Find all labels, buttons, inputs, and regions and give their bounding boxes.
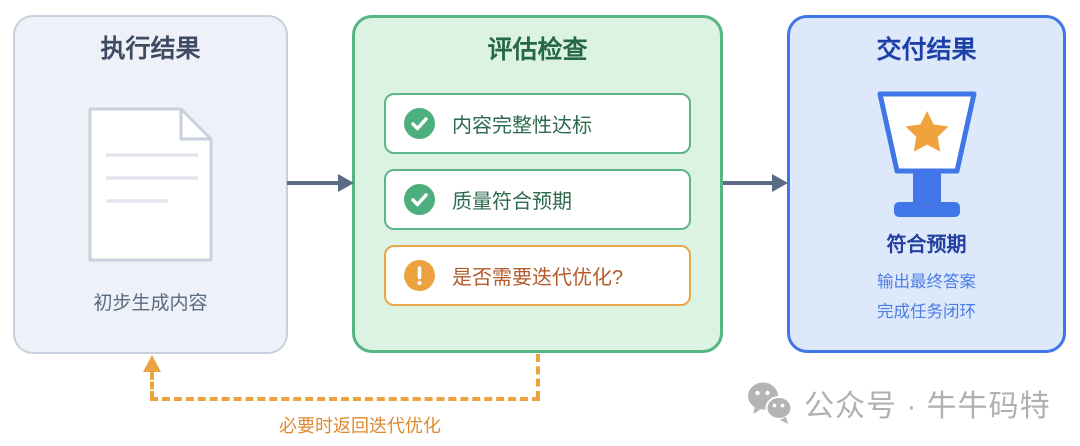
delivery-detail-line: 完成任务闭环 xyxy=(877,303,976,321)
execution-caption: 初步生成内容 xyxy=(93,293,208,314)
panel-delivery-result: 交付结果 符合预期 输出最终答案 完成任务闭环 xyxy=(787,15,1066,353)
exclamation-icon xyxy=(404,260,435,291)
check-item-label: 质量符合预期 xyxy=(452,191,572,213)
feedback-arrow-segment-up xyxy=(150,372,154,399)
check-item-label: 内容完整性达标 xyxy=(452,115,592,137)
check-item-quality: 质量符合预期 xyxy=(384,169,691,230)
watermark: 公众号 · 牛牛码特 xyxy=(746,380,1051,426)
watermark-text: 公众号 · 牛牛码特 xyxy=(804,390,1051,423)
feedback-arrow-segment-down xyxy=(536,354,540,399)
feedback-arrowhead-icon xyxy=(143,355,161,372)
arrowhead-icon xyxy=(772,174,788,192)
wechat-icon xyxy=(748,382,793,424)
panel-execution-result: 执行结果 初步生成内容 xyxy=(13,15,288,354)
arrow-execution-to-evaluation xyxy=(287,181,339,185)
star-icon xyxy=(905,111,948,152)
check-item-label: 是否需要迭代优化? xyxy=(452,267,624,289)
arrow-evaluation-to-delivery xyxy=(723,181,773,185)
trophy-icon xyxy=(877,91,976,217)
check-list: 内容完整性达标 质量符合预期 是否需要迭代优化? xyxy=(384,93,691,306)
panel-evaluation-check: 评估检查 内容完整性达标 质量符合预期 xyxy=(352,15,723,353)
document-icon xyxy=(88,107,213,262)
panel-title: 执行结果 xyxy=(100,35,201,63)
panel-title: 交付结果 xyxy=(876,36,977,64)
feedback-arrow-segment-across xyxy=(150,397,540,401)
check-icon xyxy=(404,184,435,215)
check-item-iteration: 是否需要迭代优化? xyxy=(384,245,691,306)
check-icon xyxy=(404,108,435,139)
check-item-completeness: 内容完整性达标 xyxy=(384,93,691,154)
delivery-details: 输出最终答案 完成任务闭环 xyxy=(877,267,976,327)
arrowhead-icon xyxy=(338,174,354,192)
delivery-detail-line: 输出最终答案 xyxy=(877,273,976,291)
panel-title: 评估检查 xyxy=(487,36,588,64)
feedback-label: 必要时返回迭代优化 xyxy=(279,416,441,436)
delivery-result-text: 符合预期 xyxy=(886,234,967,256)
